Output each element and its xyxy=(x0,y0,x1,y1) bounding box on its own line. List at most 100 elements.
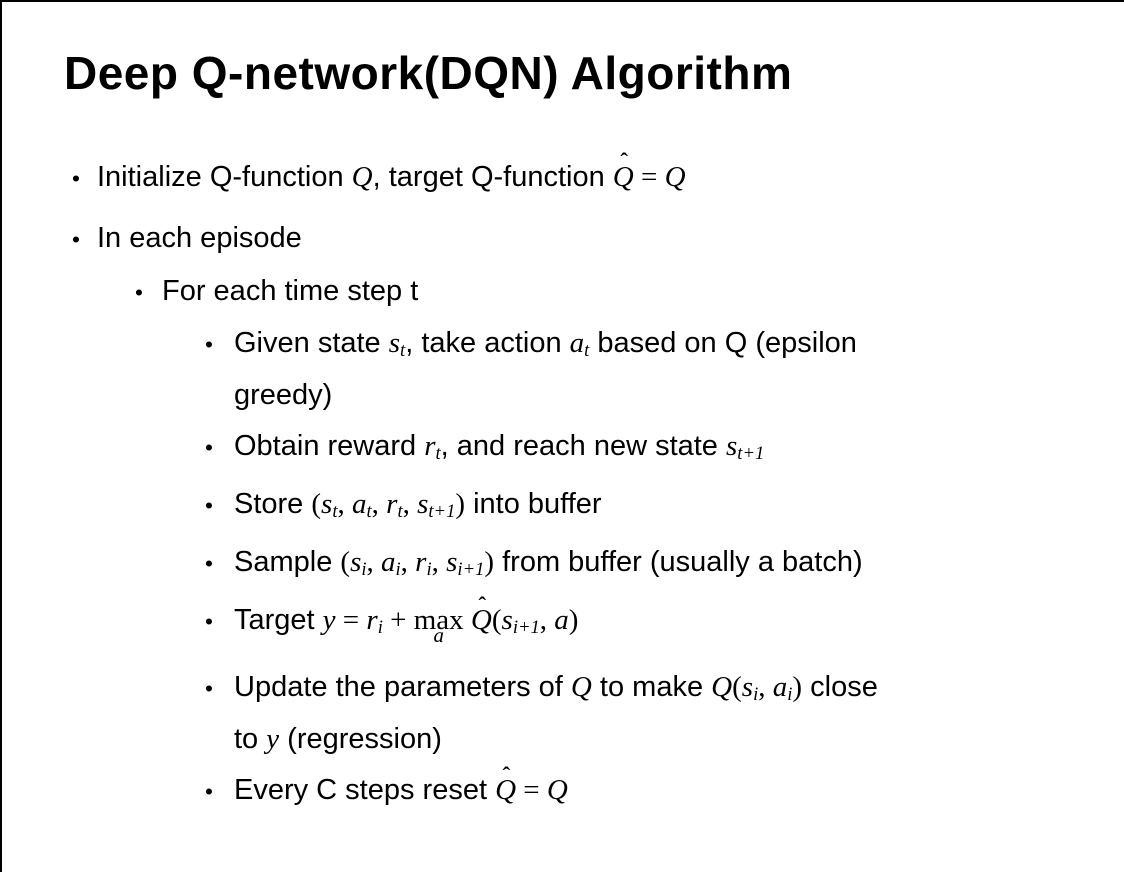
bullet-line: •Obtain reward rt, and reach new state s… xyxy=(2,424,1104,476)
text-segment: r xyxy=(386,488,398,521)
text-segment: to xyxy=(234,723,267,756)
bullet-marker: • xyxy=(205,493,213,519)
text-segment: + xyxy=(382,604,414,637)
text-segment: , and reach new state xyxy=(440,430,726,463)
line-text: Given state st, take action at based on … xyxy=(234,321,857,373)
text-segment: ) xyxy=(455,488,466,521)
text-segment: , xyxy=(337,488,352,521)
text-segment: , xyxy=(431,546,447,579)
bullet-line: •Initialize Q-function Q, target Q-funct… xyxy=(2,148,1104,201)
text-segment: , xyxy=(371,488,387,521)
text-segment: Store xyxy=(234,488,312,521)
line-text: Initialize Q-function Q, target Q-functi… xyxy=(97,148,686,200)
text-segment: i+1 xyxy=(512,617,540,639)
bullet-marker: • xyxy=(205,779,213,805)
bullet-marker: • xyxy=(72,166,80,191)
text-segment: t xyxy=(435,443,441,465)
text-segment: ) xyxy=(792,671,803,704)
bullet-line: •Sample (si, ai, ri, si+1) from buffer (… xyxy=(2,540,1104,592)
text-segment: Target xyxy=(234,604,323,637)
text-segment: a xyxy=(554,604,569,637)
line-text: In each episode xyxy=(97,216,302,261)
text-segment: s xyxy=(388,327,401,359)
text-segment: t xyxy=(397,501,403,523)
text-segment: (regression) xyxy=(279,723,442,756)
hat-caret-icon: ˆ xyxy=(620,148,628,174)
text-segment: to make xyxy=(591,671,712,704)
text-segment: a xyxy=(381,546,396,579)
text-segment: , target Q-function xyxy=(372,161,613,193)
text-segment: t xyxy=(332,501,338,523)
bullet-marker: • xyxy=(135,280,143,305)
text-segment: r xyxy=(366,604,378,637)
line-text: Obtain reward rt, and reach new state st… xyxy=(234,424,764,476)
slide-title: Deep Q-network(DQN) Algorithm xyxy=(64,47,793,99)
text-segment: ( xyxy=(491,604,502,637)
text-segment: Every C steps reset xyxy=(234,774,496,807)
text-segment: Q xyxy=(664,161,686,193)
hat-caret-icon: ˆ xyxy=(502,761,511,787)
text-segment: y xyxy=(266,723,280,756)
text-segment: Sample xyxy=(234,546,341,579)
bullet-marker: • xyxy=(205,676,213,702)
text-segment: , xyxy=(366,546,382,579)
text-segment: Initialize Q-function xyxy=(97,161,352,193)
bullet-marker: • xyxy=(205,551,213,577)
text-segment: , xyxy=(539,604,555,637)
text-segment: Update the parameters of xyxy=(234,671,571,704)
bullet-marker: • xyxy=(205,609,213,635)
text-segment: t xyxy=(400,340,406,362)
text-segment: i+1 xyxy=(457,559,485,581)
text-segment: t xyxy=(584,340,590,362)
text-segment: ( xyxy=(340,546,351,579)
line-text: For each time step t xyxy=(162,269,418,314)
text-segment: s xyxy=(726,430,738,463)
bullet-list: •Initialize Q-function Q, target Q-funct… xyxy=(2,148,1104,814)
bullet-marker: • xyxy=(205,332,213,357)
text-segment: y xyxy=(322,604,336,637)
text-segment: s xyxy=(321,488,333,521)
text-segment: = xyxy=(633,161,665,193)
text-segment: , take action xyxy=(405,327,570,359)
text-segment: ( xyxy=(311,488,322,521)
text-segment: a xyxy=(569,327,585,359)
text-segment: Q xyxy=(711,671,733,704)
line-text: Sample (si, ai, ri, si+1) from buffer (u… xyxy=(234,540,863,592)
bullet-marker: • xyxy=(205,435,213,461)
bullet-line: greedy) xyxy=(2,373,1104,418)
text-segment: s xyxy=(741,671,754,704)
max-operator-name: max xyxy=(413,604,464,637)
text-segment: t+1 xyxy=(737,443,765,465)
text-segment: a xyxy=(772,671,788,704)
line-text: Update the parameters of Q to make Q(si,… xyxy=(234,665,878,717)
text-segment: Q xyxy=(546,774,568,807)
text-segment: i xyxy=(395,559,401,581)
text-segment: based on Q (epsilon xyxy=(589,327,857,359)
line-text: Store (st, at, rt, st+1) into buffer xyxy=(234,482,602,534)
text-segment: into buffer xyxy=(465,488,602,521)
text-segment: i xyxy=(361,559,367,581)
text-segment: s xyxy=(350,546,362,579)
text-segment: Q xyxy=(351,161,373,193)
text-segment: ) xyxy=(484,546,495,579)
text-segment: i xyxy=(787,684,793,706)
text-segment: In each episode xyxy=(97,222,302,254)
bullet-line: • Store (st, at, rt, st+1) into buffer xyxy=(2,482,1104,534)
text-segment: greedy) xyxy=(234,379,333,412)
bullet-line: •Update the parameters of Q to make Q(si… xyxy=(2,665,1104,717)
line-text: greedy) xyxy=(234,373,332,418)
max-operator-subscript: a xyxy=(433,623,444,648)
text-segment: i xyxy=(377,617,383,639)
text-segment: For each time step t xyxy=(162,275,419,307)
text-segment: , xyxy=(402,488,418,521)
text-segment: t xyxy=(366,501,372,523)
text-segment: , xyxy=(400,546,416,579)
bullet-line: to y (regression) xyxy=(2,717,1104,762)
text-segment: s xyxy=(417,488,429,521)
